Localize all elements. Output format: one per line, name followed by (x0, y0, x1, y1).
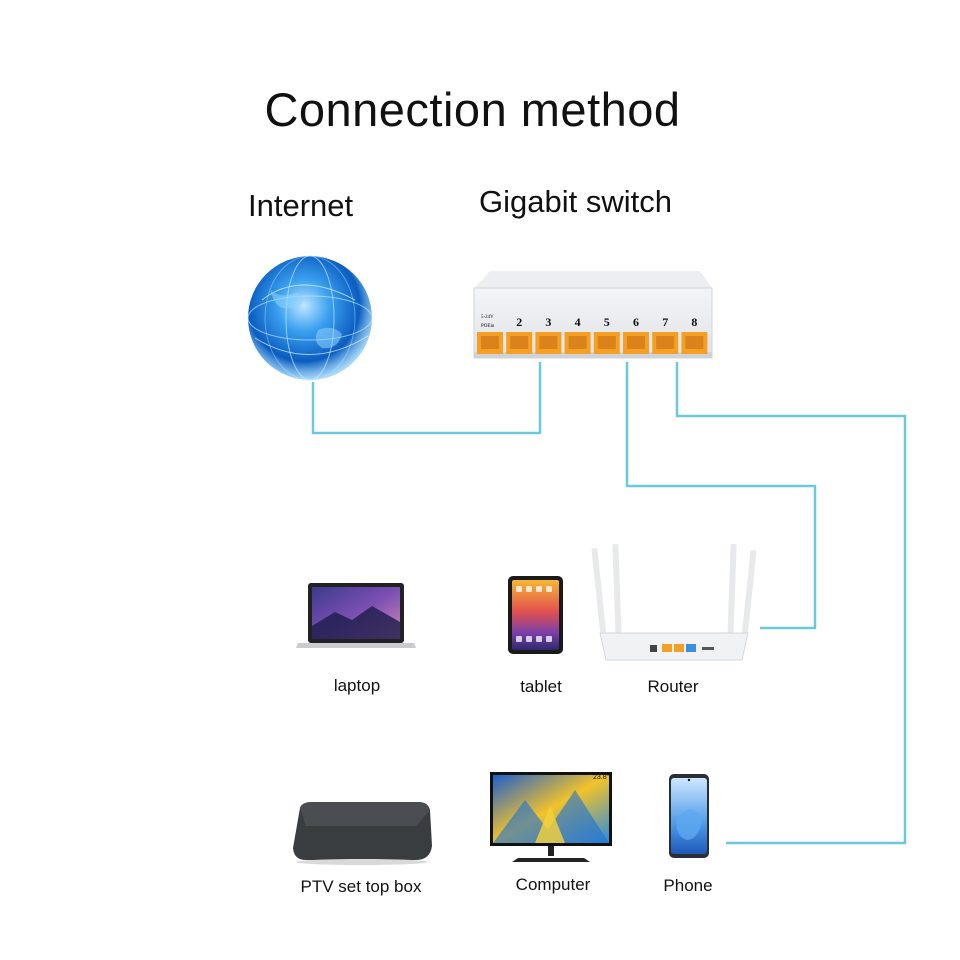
computer-label: Computer (515, 875, 591, 894)
switch-port-socket (656, 336, 675, 349)
gigabit-switch-icon (473, 271, 713, 359)
switch-port-socket (539, 336, 558, 349)
switch-port-socket (510, 336, 529, 349)
cable-switch-phone (675, 362, 907, 845)
switch-port-number: 4 (575, 315, 581, 329)
computer-monitor-icon (490, 772, 612, 862)
laptop-icon (296, 583, 416, 648)
switch-port-socket (627, 336, 645, 349)
switch-port1-text-b: POEin (481, 324, 495, 329)
cable-switch-router (625, 362, 817, 630)
phone-icon (669, 774, 709, 858)
monitor-size-text: 23.8" (593, 774, 610, 781)
cables (311, 362, 907, 845)
switch-port-number: 8 (691, 315, 697, 329)
router-label: Router (647, 677, 699, 696)
internet-label: Internet (248, 188, 354, 223)
switch-port-number: 2 (516, 315, 522, 329)
switch-port-number: 3 (545, 315, 551, 329)
switch-port-socket (568, 336, 587, 349)
switch-port-number: 5 (604, 315, 610, 329)
switch-ports (477, 332, 708, 354)
switch-port-number: 7 (662, 315, 668, 329)
phone-label: Phone (663, 876, 713, 895)
switch-port-socket (597, 336, 616, 349)
switch-port-numbers: 2 3 4 5 6 7 8 (516, 315, 697, 329)
switch-port-socket (481, 336, 499, 349)
tablet-icon (508, 576, 563, 654)
laptop-label: laptop (333, 676, 381, 695)
switch-port-number: 6 (633, 315, 639, 329)
router-icon (591, 543, 757, 661)
switch-port1-text-a: 5-24V (481, 315, 494, 320)
page-title: Connection method (264, 83, 681, 136)
switch-label: Gigabit switch (479, 184, 672, 219)
globe-icon (247, 255, 373, 381)
switch-port-socket (685, 336, 704, 349)
cable-internet-switch (311, 362, 542, 435)
set-top-box-label: PTV set top box (300, 877, 422, 896)
set-top-box-icon (293, 802, 432, 865)
tablet-label: tablet (520, 677, 562, 696)
